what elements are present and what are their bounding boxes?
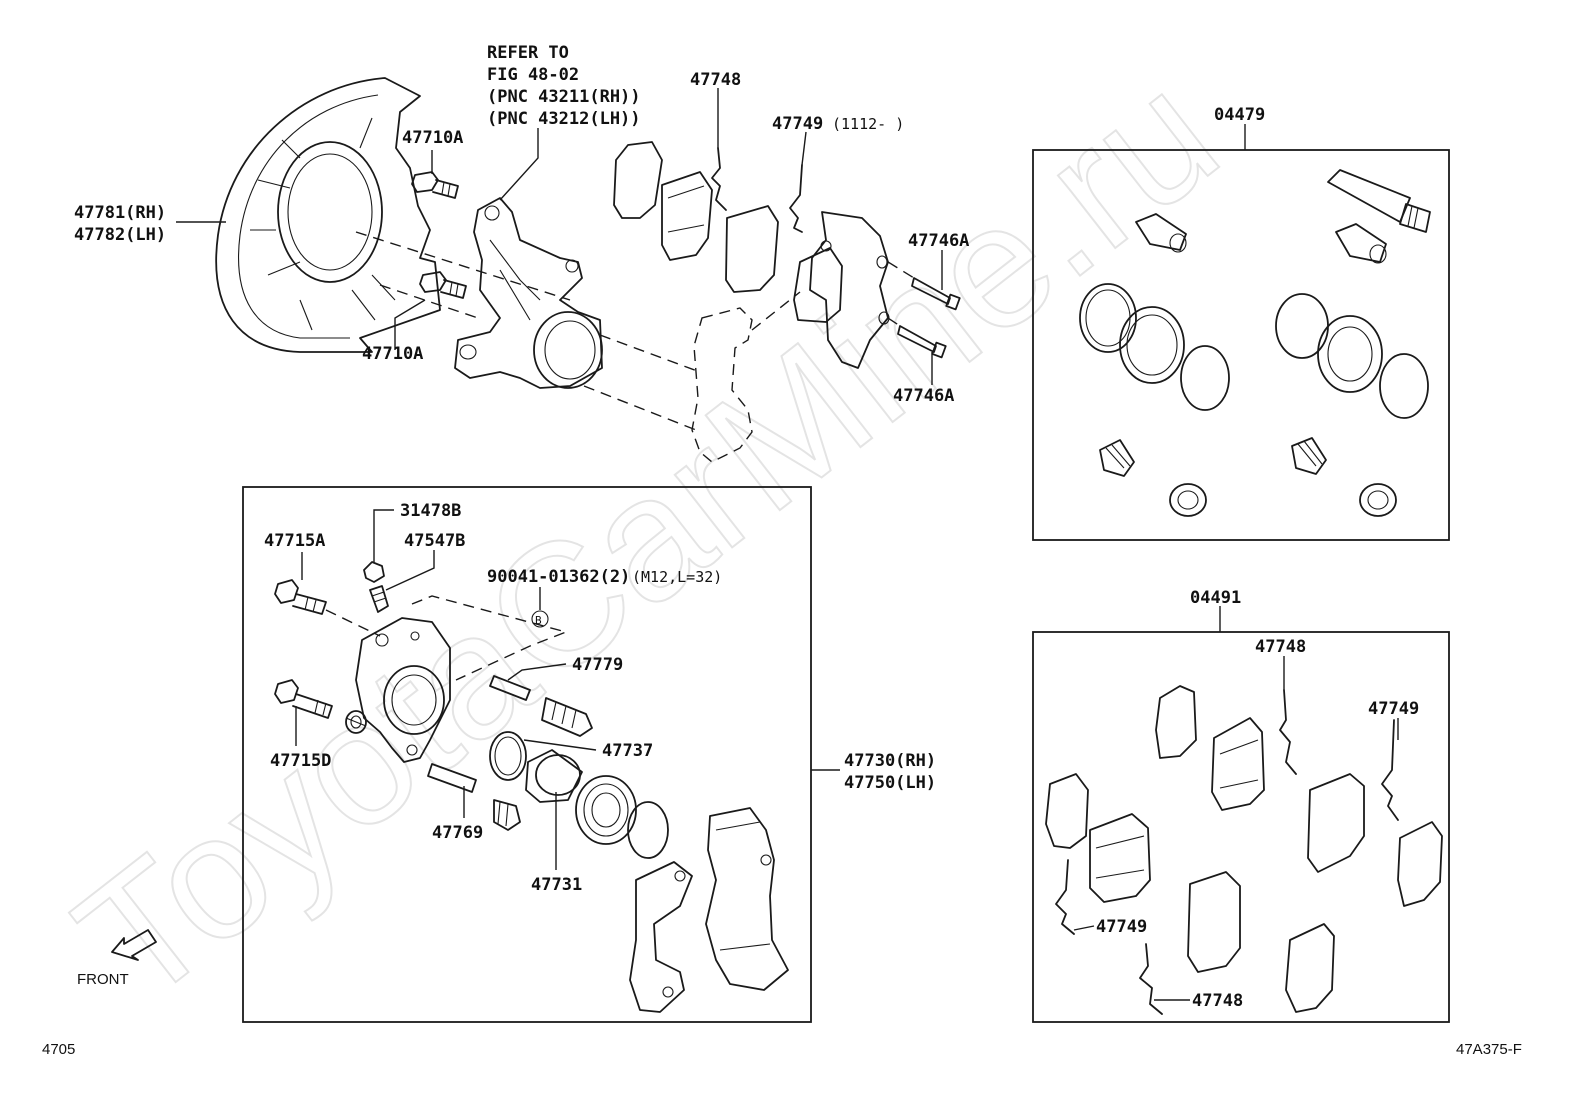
refer-note-line4: (PNC 43212(LH)) — [487, 109, 641, 129]
alignment-lines-mid — [325, 595, 569, 681]
leaders-kit — [1073, 656, 1399, 1001]
bolt-47715d — [274, 679, 333, 719]
labels-mid: 31478B 47547B 47715A 90041-01362(2) (M12… — [264, 501, 936, 895]
label-47749-kit-right: 47749 — [1368, 699, 1419, 719]
label-90041-spec: (M12,L=32) — [632, 568, 722, 586]
bolt-47715a — [274, 579, 327, 615]
refer-note-line1: REFER TO — [487, 43, 569, 63]
front-label: FRONT — [77, 971, 129, 988]
bleeder-cap-31478b — [363, 561, 385, 583]
bush-boot-left — [345, 710, 367, 734]
label-31478b: 31478B — [400, 501, 461, 521]
footer-right: 47A375-F — [1456, 1041, 1522, 1058]
leaders-top — [176, 88, 943, 385]
kit-04479-contents — [1079, 213, 1429, 517]
label-47715d: 47715D — [270, 751, 331, 771]
label-47749-top-range: (1112- ) — [832, 115, 904, 133]
grease-tube — [1327, 169, 1431, 233]
slide-pin-47779 — [489, 675, 593, 737]
marker-b-text: B — [535, 614, 542, 627]
piston-47731 — [525, 749, 583, 803]
piston-seal-47737 — [489, 731, 527, 781]
label-47731: 47731 — [531, 875, 582, 895]
steering-knuckle — [454, 197, 603, 389]
label-47737: 47737 — [602, 741, 653, 761]
refer-note-line3: (PNC 43211(RH)) — [487, 87, 641, 107]
kit-04491-springs — [1055, 689, 1399, 1015]
label-04491: 04491 — [1190, 588, 1241, 608]
label-47782: 47782(LH) — [74, 225, 166, 245]
caliper-assembly-box — [242, 486, 812, 1023]
caliper-body-47730 — [355, 617, 451, 763]
spring-47748-top — [711, 147, 727, 211]
kit-04479-box — [1032, 149, 1450, 541]
label-47710a-bottom: 47710A — [362, 344, 423, 364]
watermark: ToyotaCarMine.ru — [42, 35, 1252, 1041]
alignment-lines-top — [355, 231, 915, 431]
front-arrow-icon — [111, 929, 157, 961]
label-47715a: 47715A — [264, 531, 325, 551]
ring-seal — [627, 801, 669, 859]
pad-group-top — [613, 141, 779, 293]
label-47746a-top: 47746A — [908, 231, 969, 251]
label-47749-top: 47749 — [772, 114, 823, 134]
kit-04491-pads — [1045, 685, 1443, 1013]
watermark-text: ToyotaCarMine.ru — [43, 36, 1251, 1040]
label-47749-kit-left: 47749 — [1096, 917, 1147, 937]
pin-47746a-bottom — [897, 325, 947, 359]
labels-top: REFER TO FIG 48-02 (PNC 43211(RH)) (PNC … — [74, 43, 969, 406]
refer-note-line2: FIG 48-02 — [487, 65, 579, 85]
marker-b: B — [531, 610, 549, 628]
label-47748-top: 47748 — [690, 70, 741, 90]
leaders-mid — [295, 509, 597, 870]
label-47746a-bottom: 47746A — [893, 386, 954, 406]
labels-kit: 47748 47749 47749 47748 — [1096, 637, 1419, 1011]
label-47750: 47750(LH) — [844, 773, 936, 793]
dust-cover-47781-47782 — [215, 77, 441, 353]
label-47710a-top: 47710A — [402, 128, 463, 148]
caliper-bracket-lower — [629, 861, 693, 1013]
label-47748-kit-bottom: 47748 — [1192, 991, 1243, 1011]
label-90041: 90041-01362(2) — [487, 567, 630, 587]
label-47781: 47781(RH) — [74, 203, 166, 223]
kit-04491-box — [1032, 631, 1450, 1023]
pin-47746a-top — [911, 277, 961, 311]
label-47547b: 47547B — [404, 531, 465, 551]
bleeder-plug-47547b — [369, 585, 389, 613]
bolt-47710a-bottom — [419, 271, 467, 299]
caliper-bracket-dashed — [691, 307, 753, 463]
label-47748-kit-top: 47748 — [1255, 637, 1306, 657]
label-04479: 04479 — [1214, 105, 1265, 125]
spring-47749-top — [789, 164, 803, 233]
label-47769: 47769 — [432, 823, 483, 843]
slide-pin-47769 — [427, 763, 521, 831]
piston-boot — [575, 775, 637, 845]
footer-left: 4705 — [42, 1041, 75, 1058]
bolt-47710a-top — [411, 171, 459, 199]
label-47730: 47730(RH) — [844, 751, 936, 771]
label-47779: 47779 — [572, 655, 623, 675]
caliper-support-lower — [705, 807, 789, 991]
